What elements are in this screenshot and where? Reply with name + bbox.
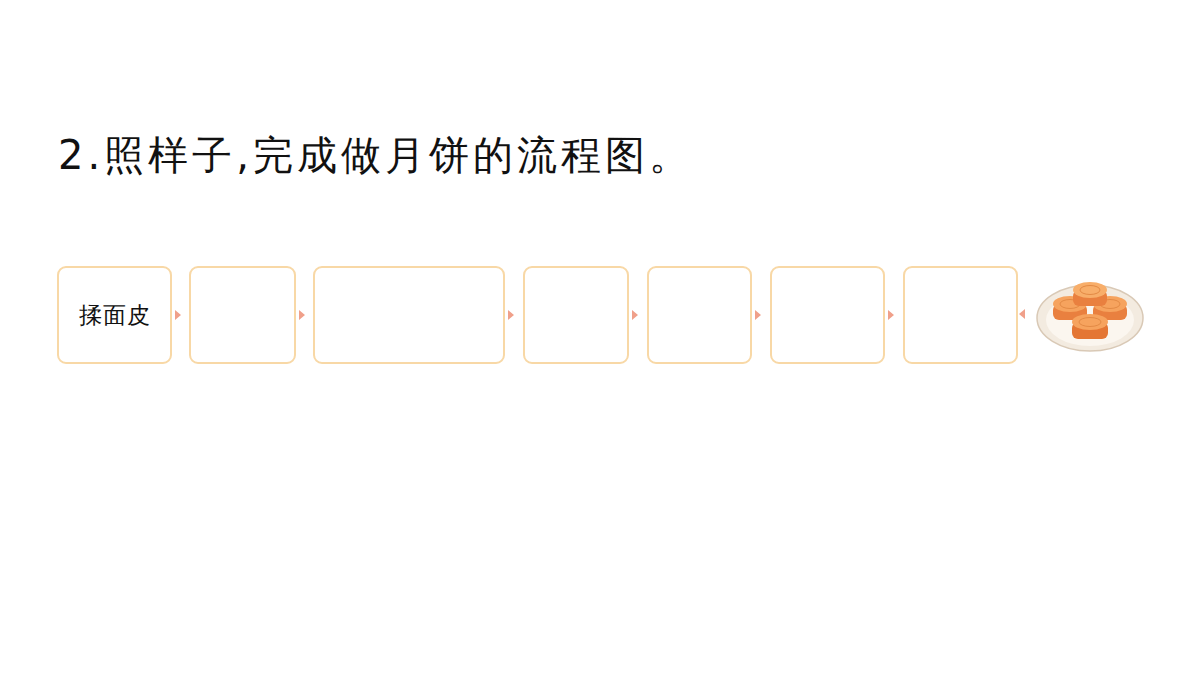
title: 2.照样子,完成做月饼的流程图。 [58,128,693,183]
mooncakes [1053,282,1127,339]
flow-arrow [752,310,770,320]
process-box: 揉面皮 [57,266,172,364]
flow-arrow [885,310,903,320]
process-box [189,266,296,364]
arrow-head [1019,309,1025,319]
step-text: 揉面皮 [79,300,151,331]
process-box [903,266,1018,364]
process-box [770,266,885,364]
flow-arrow [629,310,647,320]
process-box [313,266,505,364]
plate [1037,285,1143,351]
process-box [647,266,752,364]
flow-arrow [172,310,189,320]
process-box [523,266,629,364]
flow-arrow [296,310,313,320]
flow-arrow [505,310,523,320]
